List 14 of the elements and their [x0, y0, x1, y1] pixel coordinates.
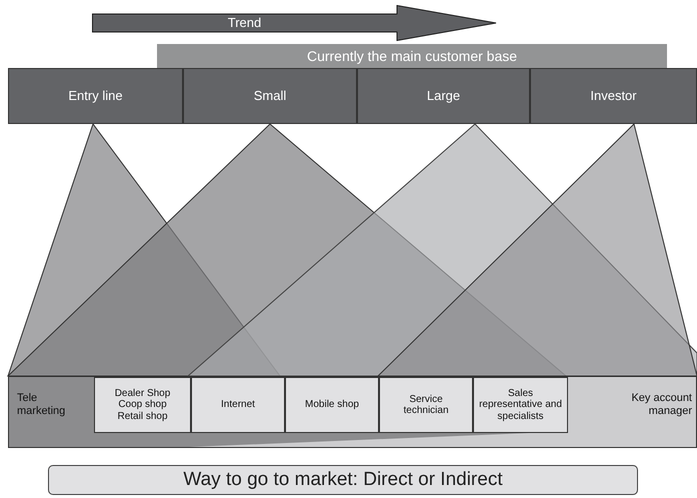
channel-label: Tele marketing	[9, 377, 94, 433]
trend-arrow: Trend	[92, 5, 497, 41]
channel-box: Sales representative and specialists	[473, 377, 568, 433]
channel-box: Internet	[191, 377, 285, 433]
channel-label: Key account manager	[568, 377, 696, 433]
channel-box: Dealer Shop Coop shop Retail shop	[94, 377, 191, 433]
banner-bar: Currently the main customer base	[157, 44, 667, 68]
channel-box: Mobile shop	[285, 377, 379, 433]
segment-box: Investor	[530, 68, 697, 124]
segment-box: Entry line	[8, 68, 183, 124]
segment-box: Small	[183, 68, 357, 124]
segment-box: Large	[357, 68, 530, 124]
channel-box: Service technician	[379, 377, 473, 433]
footer-box: Way to go to market: Direct or Indirect	[48, 465, 638, 495]
